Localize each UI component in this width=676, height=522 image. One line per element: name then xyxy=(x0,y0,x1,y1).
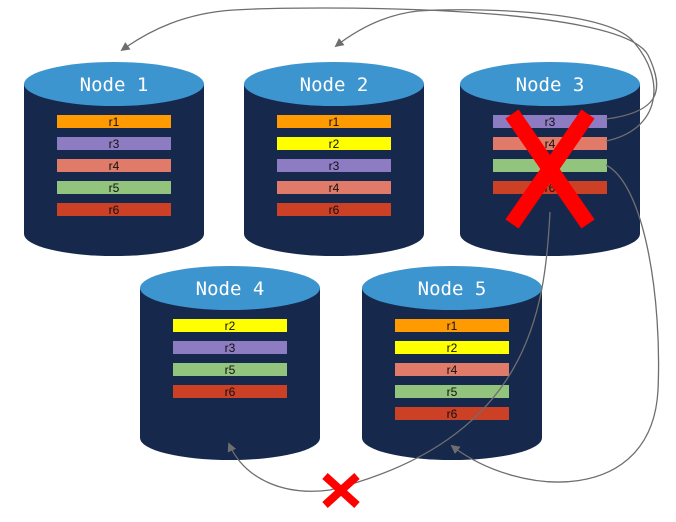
replica-label: r6 xyxy=(225,385,236,399)
replica-label: r6 xyxy=(329,203,340,217)
replica-label: r2 xyxy=(447,341,458,355)
cylinder-top xyxy=(460,62,640,106)
node-cylinder-node1: Node 1 r1 r3 r4 r5 r6 xyxy=(24,62,204,256)
replica-label: r1 xyxy=(447,319,458,333)
edge-r4-node3-to-node2 xyxy=(334,9,655,142)
replica-block-r4: r4 xyxy=(57,159,171,173)
failure-marks-layer xyxy=(322,109,595,508)
replica-bar xyxy=(277,115,391,128)
replica-label: r5 xyxy=(109,181,120,195)
replica-block-r6: r6 xyxy=(57,203,171,217)
replica-label: r5 xyxy=(447,385,458,399)
replica-label: r2 xyxy=(329,137,340,151)
cylinder-top xyxy=(244,62,424,106)
replica-bar xyxy=(395,319,509,332)
node-cylinder-node2: Node 2 r1 r2 r3 r4 r6 xyxy=(244,62,424,256)
replica-block-r5: r5 xyxy=(57,181,171,195)
replica-bar xyxy=(173,385,287,398)
node-label: Node 5 xyxy=(418,278,487,300)
cylinder-top xyxy=(140,266,320,310)
edge-r3-node3-to-node1 xyxy=(120,7,658,120)
replica-bar xyxy=(395,363,509,376)
replica-bar xyxy=(395,341,509,354)
replica-block-r1: r1 xyxy=(277,115,391,129)
replica-block-r6: r6 xyxy=(395,407,509,421)
replica-bar xyxy=(395,407,509,420)
replica-label: r4 xyxy=(109,159,120,173)
replica-block-r2: r2 xyxy=(277,137,391,151)
replica-label: r2 xyxy=(225,319,236,333)
replica-block-r6: r6 xyxy=(173,385,287,399)
cylinder-top xyxy=(362,266,542,310)
replica-bar xyxy=(57,203,171,216)
node-label: Node 2 xyxy=(300,74,369,96)
node-cylinder-node5: Node 5 r1 r2 r4 r5 r6 xyxy=(362,266,542,460)
edge-r5-node3-to-node5 xyxy=(450,164,660,483)
replica-bar xyxy=(173,363,287,376)
replica-block-r6: r6 xyxy=(493,181,607,195)
replica-block-r4: r4 xyxy=(493,137,607,151)
replica-block-r3: r3 xyxy=(173,341,287,355)
replica-label: r6 xyxy=(109,203,120,217)
replica-label: r1 xyxy=(329,115,340,129)
transfer-failure-x-mark xyxy=(322,473,360,508)
replica-bar xyxy=(173,341,287,354)
replica-bar xyxy=(57,115,171,128)
replica-bar xyxy=(277,159,391,172)
node-label: Node 3 xyxy=(516,74,585,96)
replica-block-r3: r3 xyxy=(277,159,391,173)
replica-block-r5: r5 xyxy=(395,385,509,399)
cylinder-top xyxy=(24,62,204,106)
node-failure-x-mark xyxy=(505,109,595,229)
replica-block-r2: r2 xyxy=(173,319,287,333)
replica-block-r6: r6 xyxy=(277,203,391,217)
replica-label: r3 xyxy=(109,137,120,151)
replica-bar xyxy=(277,181,391,194)
replica-label: r3 xyxy=(225,341,236,355)
replica-label: r4 xyxy=(545,137,556,151)
replica-block-r4: r4 xyxy=(395,363,509,377)
replica-label: r3 xyxy=(329,159,340,173)
replica-bar xyxy=(277,203,391,216)
replica-block-r1: r1 xyxy=(57,115,171,129)
replica-bar xyxy=(173,319,287,332)
replica-bar xyxy=(57,159,171,172)
edge-r6-node3-to-node4 xyxy=(227,211,551,492)
node-label: Node 4 xyxy=(196,278,265,300)
replica-bar xyxy=(277,137,391,150)
replica-label: r4 xyxy=(447,363,458,377)
node-label: Node 1 xyxy=(80,74,149,96)
replica-label: r6 xyxy=(447,407,458,421)
replica-label: r3 xyxy=(545,115,556,129)
replica-block-r4: r4 xyxy=(277,181,391,195)
replica-block-r3: r3 xyxy=(57,137,171,151)
replica-bar xyxy=(57,137,171,150)
replica-block-r5: r5 xyxy=(173,363,287,377)
replica-bar xyxy=(395,385,509,398)
replica-label: r4 xyxy=(329,181,340,195)
replica-label: r6 xyxy=(545,181,556,195)
replica-bar xyxy=(493,181,607,194)
nodes-layer: Node 1 r1 r3 r4 r5 r6 Node 2 r1 r2 r3 r4 r6 Node 3 r3… xyxy=(24,62,640,460)
replica-label: r1 xyxy=(109,115,120,129)
replica-block-r1: r1 xyxy=(395,319,509,333)
replica-label: r5 xyxy=(225,363,236,377)
replica-bar xyxy=(57,181,171,194)
node-cylinder-node4: Node 4 r2 r3 r5 r6 xyxy=(140,266,320,460)
edges-layer xyxy=(120,7,660,492)
replica-block-r2: r2 xyxy=(395,341,509,355)
